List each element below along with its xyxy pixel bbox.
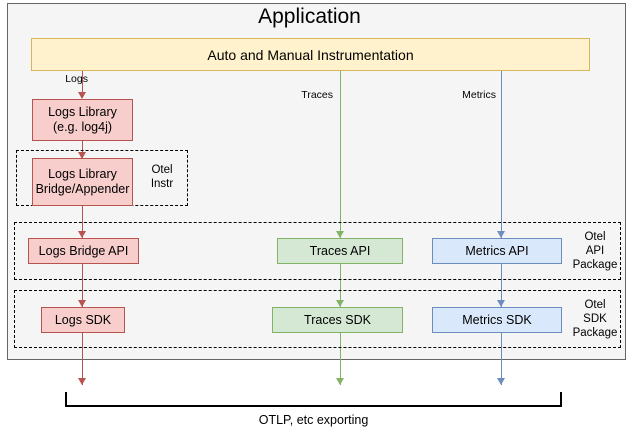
node-metrics-sdk: Metrics SDK <box>432 307 562 333</box>
node-metrics-sdk-label: Metrics SDK <box>462 312 532 327</box>
arrowhead-metrics-api <box>497 231 505 238</box>
node-logs-library-bridge-appender: Logs Library Bridge/Appender <box>32 158 133 206</box>
node-traces-api: Traces API <box>277 238 403 264</box>
auto-manual-instrumentation-label: Auto and Manual Instrumentation <box>207 46 414 63</box>
node-logs-library: Logs Library (e.g. log4j) <box>32 99 133 141</box>
connector-traces-sdk-to-export <box>340 333 341 385</box>
arrowhead-traces-sdk <box>336 300 344 307</box>
flow-label-traces: Traces <box>301 89 333 101</box>
arrowhead-logs-library <box>78 92 86 99</box>
connector-logs-api-to-logs-sdk <box>82 264 83 307</box>
arrowhead-metrics-sdk <box>497 300 505 307</box>
node-logs-bridge-api: Logs Bridge API <box>28 238 139 264</box>
group-label-otel-api-package: Otel API Package <box>570 230 620 272</box>
connector-traces-api-to-traces-sdk <box>340 264 341 307</box>
export-bracket <box>65 392 562 407</box>
node-logs-library-line2: (e.g. log4j) <box>52 120 113 134</box>
node-logs-sdk-label: Logs SDK <box>54 312 112 327</box>
group-label-otel-sdk-line3: Package <box>572 327 618 339</box>
node-metrics-api: Metrics API <box>432 238 562 264</box>
arrowhead-logs-bridge <box>78 152 86 159</box>
group-otel-api-package <box>14 222 621 280</box>
connector-metrics-sdk-to-export <box>501 333 502 385</box>
node-traces-api-label: Traces API <box>309 243 371 258</box>
group-label-otel-api-line3: Package <box>572 259 618 271</box>
connector-metrics-api-to-metrics-sdk <box>501 264 502 307</box>
group-label-otel-instr: Otel Instr <box>140 163 184 191</box>
group-label-otel-sdk-package: Otel SDK Package <box>570 298 620 340</box>
group-label-otel-instr-line2: Instr <box>150 178 174 190</box>
group-label-otel-api-line1: Otel <box>584 231 606 243</box>
node-logs-library-line1: Logs Library <box>48 105 117 119</box>
group-label-otel-instr-line1: Otel <box>151 164 173 176</box>
connector-instr-to-logs-library <box>82 71 83 98</box>
node-traces-sdk-label: Traces SDK <box>304 312 371 327</box>
connector-logs-sdk-to-export <box>82 333 83 385</box>
group-label-otel-sdk-line1: Otel <box>584 299 606 311</box>
group-label-otel-sdk-line2: SDK <box>583 313 607 325</box>
arrowhead-logs-export <box>78 378 86 385</box>
connector-instr-to-traces-api <box>340 71 341 238</box>
node-logs-sdk: Logs SDK <box>41 307 125 333</box>
node-logs-bridge-line2: Bridge/Appender <box>35 182 130 196</box>
node-metrics-api-label: Metrics API <box>465 243 529 258</box>
arrowhead-traces-api <box>336 231 344 238</box>
node-logs-bridge-line1: Logs Library <box>48 167 117 181</box>
arrowhead-logs-sdk <box>78 300 86 307</box>
group-otel-sdk-package <box>14 290 621 348</box>
export-label: OTLP, etc exporting <box>258 413 369 427</box>
connector-instr-to-metrics-api <box>501 71 502 238</box>
page-title: Application <box>258 5 361 28</box>
group-label-otel-api-line2: API <box>585 245 605 257</box>
arrowhead-logs-bridge-api <box>78 231 86 238</box>
auto-manual-instrumentation-box: Auto and Manual Instrumentation <box>31 38 590 71</box>
node-traces-sdk: Traces SDK <box>272 307 403 333</box>
node-logs-bridge-api-label: Logs Bridge API <box>38 243 129 258</box>
flow-label-metrics: Metrics <box>462 89 496 101</box>
arrowhead-traces-export <box>336 378 344 385</box>
arrowhead-metrics-export <box>497 378 505 385</box>
